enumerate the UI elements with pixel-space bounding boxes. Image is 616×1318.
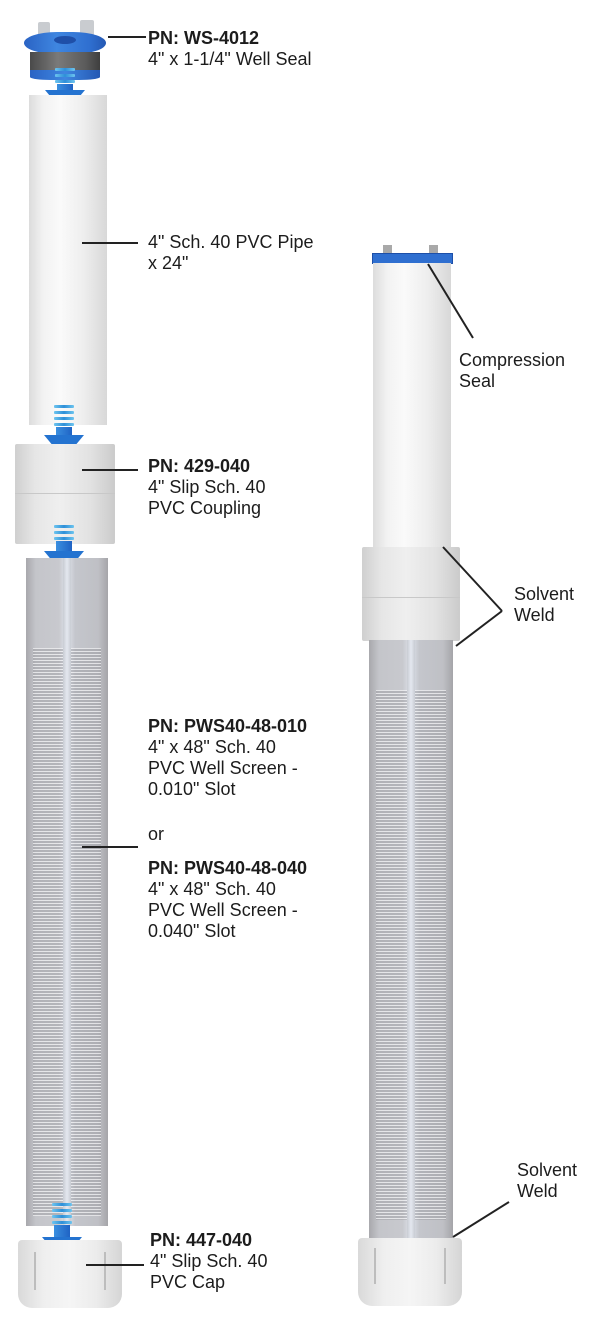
well-seal-pn: PN: WS-4012: [148, 28, 260, 48]
pvc-pipe-leader-line: [82, 242, 138, 244]
well-screen-option-1-pn: PN: PWS40-48-010: [148, 716, 308, 736]
pvc-pipe-label: 4" Sch. 40 PVC Pipe x 24": [148, 232, 313, 274]
well-screen-leader-line: [82, 846, 138, 848]
cap-pn: PN: 447-040: [150, 1230, 253, 1250]
coupling-description-line-1: 4" Slip Sch. 40: [148, 477, 266, 497]
well-screen-option-1-desc-2: PVC Well Screen -: [148, 758, 298, 778]
well-screen-option-2-pn: PN: PWS40-48-040: [148, 858, 308, 878]
assembled-cap: [358, 1238, 462, 1306]
well-screen-image: [26, 558, 108, 1226]
compression-seal-bolt-icon: [383, 245, 392, 254]
cap-description-line-2: PVC Cap: [150, 1272, 226, 1292]
pvc-pipe-description-line-2: x 24": [148, 253, 189, 273]
well-screen-or-separator: or: [148, 824, 165, 844]
assembled-pvc-pipe: [373, 263, 451, 548]
coupling-pn: PN: 429-040: [148, 456, 251, 476]
well-seal-leader-line: [108, 36, 146, 38]
coupling-leader-line: [82, 469, 138, 471]
compression-seal-label: Compression Seal: [459, 350, 566, 391]
well-seal-rubber-gasket: [30, 52, 100, 72]
well-screen-option-2-desc-2: PVC Well Screen -: [148, 900, 298, 920]
well-seal-description: 4" x 1-1/4" Well Seal: [148, 49, 312, 69]
cap-leader-line: [86, 1264, 144, 1266]
pvc-pipe-image: [29, 95, 107, 425]
coupling-description-line-2: PVC Coupling: [148, 498, 262, 518]
pvc-pipe-description-line-1: 4" Sch. 40 PVC Pipe: [148, 232, 314, 252]
cap-image: [18, 1240, 122, 1308]
well-screen-option-1-label: PN: PWS40-48-010 4" x 48" Sch. 40 PVC We…: [148, 716, 307, 800]
well-screen-option-2-desc-3: 0.040" Slot: [148, 921, 236, 941]
well-screen-option-1-desc-1: 4" x 48" Sch. 40: [148, 737, 276, 757]
well-seal-center-hole: [54, 36, 76, 44]
solvent-weld-coupling-label: Solvent Weld: [514, 584, 575, 625]
assembled-coupling: [362, 547, 460, 641]
solvent-weld-cap-label: Solvent Weld: [517, 1160, 578, 1201]
well-seal-label: PN: WS-4012 4" x 1-1/4" Well Seal: [148, 28, 312, 70]
well-screen-option-2-desc-1: 4" x 48" Sch. 40: [148, 879, 276, 899]
cap-label: PN: 447-040 4" Slip Sch. 40 PVC Cap: [150, 1230, 267, 1293]
cap-description-line-1: 4" Slip Sch. 40: [150, 1251, 268, 1271]
assembled-well-screen: [369, 640, 453, 1240]
compression-seal-bolt-icon: [429, 245, 438, 254]
well-screen-option-2-label: PN: PWS40-48-040 4" x 48" Sch. 40 PVC We…: [148, 858, 307, 942]
coupling-label: PN: 429-040 4" Slip Sch. 40 PVC Coupling: [148, 456, 265, 519]
well-screen-option-1-desc-3: 0.010" Slot: [148, 779, 236, 799]
